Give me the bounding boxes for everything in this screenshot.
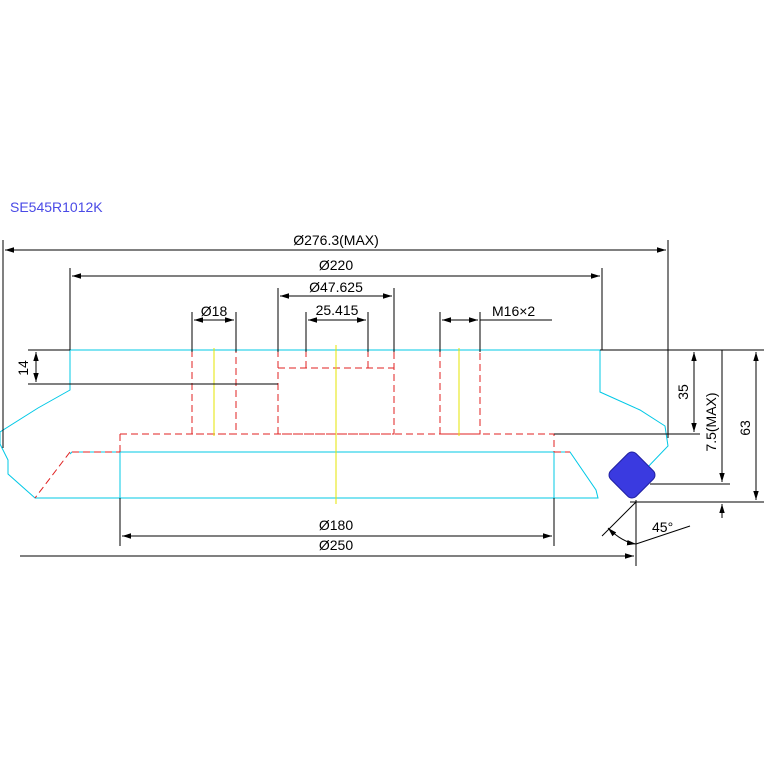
dim-diameter-18-label: Ø18 xyxy=(201,303,228,319)
dim-height-14: 14 xyxy=(15,349,278,385)
dim-diameter-250-label: Ø250 xyxy=(319,537,353,553)
dim-25: 25.415 xyxy=(305,302,369,352)
dim-thread-label: M16×2 xyxy=(492,303,535,319)
dim-diameter-180: Ø180 xyxy=(119,498,555,546)
insert-gem xyxy=(608,451,656,499)
dim-diameter-max: Ø276.3(MAX) xyxy=(2,232,669,448)
dim-height-63: 63 xyxy=(630,349,764,503)
hidden-features xyxy=(34,350,570,499)
dim-height-35-label: 35 xyxy=(675,384,691,400)
dim-diameter-180-label: Ø180 xyxy=(319,517,353,533)
dim-thread: M16×2 xyxy=(439,303,552,352)
cutter-outline xyxy=(0,349,669,499)
dim-angle-45-label: 45° xyxy=(652,519,673,535)
drawing-title: SE545R1012K xyxy=(10,199,103,215)
dim-height-35: 35 xyxy=(554,349,705,435)
dim-diameter-47-label: Ø47.625 xyxy=(309,279,363,295)
dim-diameter-47: Ø47.625 xyxy=(277,279,395,352)
dim-diameter-max-label: Ø276.3(MAX) xyxy=(293,232,379,248)
dim-diameter-220-label: Ø220 xyxy=(319,257,353,273)
dim-25-label: 25.415 xyxy=(316,302,359,318)
center-lines xyxy=(213,345,460,504)
dim-height-75-label: 7.5(MAX) xyxy=(703,392,719,451)
dim-diameter-250: Ø250 xyxy=(20,500,637,566)
dim-diameter-220: Ø220 xyxy=(69,257,603,350)
dim-height-14-label: 14 xyxy=(15,360,31,376)
dim-angle-45: 45° xyxy=(601,501,691,548)
dim-height-75: 7.5(MAX) xyxy=(650,350,730,518)
dim-height-63-label: 63 xyxy=(737,420,753,436)
dim-diameter-18: Ø18 xyxy=(191,303,237,352)
